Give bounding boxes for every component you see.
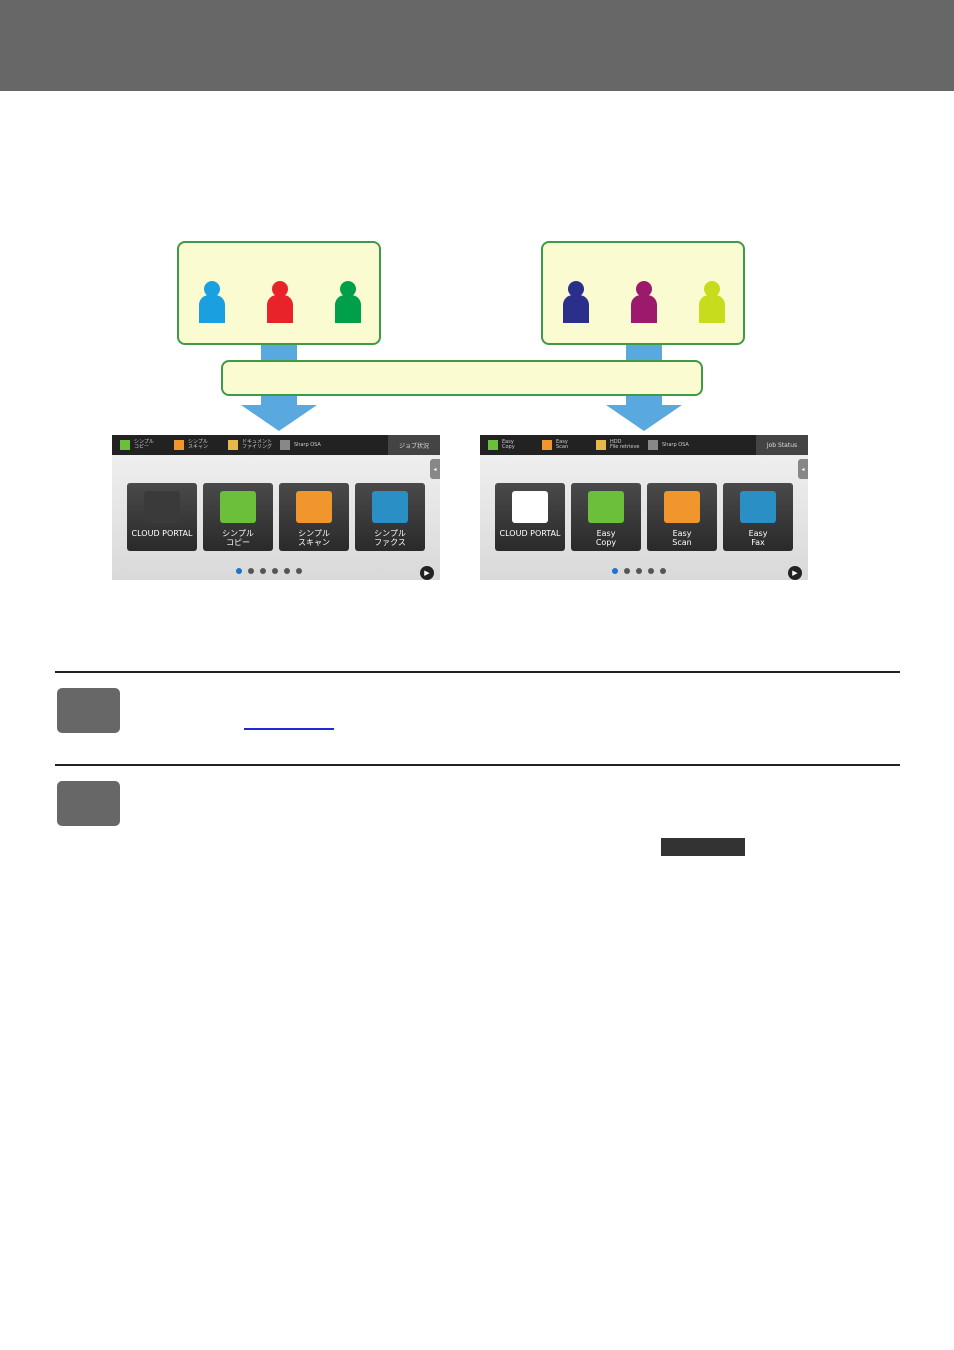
- folder-icon: [228, 440, 238, 450]
- panel-topbar: シンプル コピー シンプル スキャン ドキュメント ファイリング Sharp O…: [112, 435, 440, 455]
- scan-icon: [174, 440, 184, 450]
- page-dot[interactable]: [284, 568, 290, 574]
- person-icon: [267, 281, 293, 323]
- person-icon: [563, 281, 589, 323]
- page-dot[interactable]: [272, 568, 278, 574]
- tile-cloud-portal[interactable]: CLOUD PORTAL: [495, 483, 565, 551]
- section-divider: [55, 764, 900, 766]
- scan-icon: [542, 440, 552, 450]
- shortcut-filing[interactable]: HDD File retrieve: [596, 438, 640, 452]
- person-icon: [699, 281, 725, 323]
- sharp-osa-icon: [280, 440, 290, 450]
- cloud-portal-icon: [512, 491, 548, 523]
- page-dot[interactable]: [236, 568, 242, 574]
- page-indicator: [612, 568, 672, 574]
- side-tab-icon[interactable]: ◂: [798, 459, 808, 479]
- tile-copy[interactable]: シンプル コピー: [203, 483, 273, 551]
- shortcut-copy[interactable]: シンプル コピー: [120, 438, 154, 452]
- user-group-left: [177, 241, 381, 345]
- arrow-down-icon: [241, 405, 317, 431]
- shortcut-filing[interactable]: ドキュメント ファイリング: [228, 438, 272, 452]
- step-number-box: [57, 781, 120, 826]
- cloud-icon: [144, 491, 180, 523]
- page-dot[interactable]: [248, 568, 254, 574]
- shortcut-scan[interactable]: Easy Scan: [542, 438, 568, 452]
- page-dot[interactable]: [660, 568, 666, 574]
- scan-icon: [296, 491, 332, 523]
- tile-fax[interactable]: Easy Fax: [723, 483, 793, 551]
- copy-icon: [588, 491, 624, 523]
- page-dot[interactable]: [612, 568, 618, 574]
- connector-bar: [221, 360, 703, 396]
- home-screen-panel-japanese: シンプル コピー シンプル スキャン ドキュメント ファイリング Sharp O…: [112, 435, 440, 580]
- page-dot[interactable]: [624, 568, 630, 574]
- arrow-down-icon: [606, 405, 682, 431]
- person-icon: [631, 281, 657, 323]
- person-icon: [335, 281, 361, 323]
- page-header-band: [0, 0, 954, 91]
- scan-icon: [664, 491, 700, 523]
- job-status-button[interactable]: ジョブ状況: [388, 435, 440, 455]
- job-status-button[interactable]: Job Status: [756, 435, 808, 455]
- tile-scan[interactable]: シンプル スキャン: [279, 483, 349, 551]
- sharp-osa-icon: [648, 440, 658, 450]
- key-button-graphic: [661, 838, 745, 856]
- tile-scan[interactable]: Easy Scan: [647, 483, 717, 551]
- person-icon: [199, 281, 225, 323]
- side-tab-icon[interactable]: ◂: [430, 459, 440, 479]
- next-page-icon[interactable]: ▶: [788, 566, 802, 580]
- copy-icon: [120, 440, 130, 450]
- shortcut-osa[interactable]: Sharp OSA: [648, 438, 689, 452]
- section-divider: [55, 671, 900, 673]
- tile-cloud-portal[interactable]: CLOUD PORTAL: [127, 483, 197, 551]
- page-dot[interactable]: [260, 568, 266, 574]
- page-dot[interactable]: [296, 568, 302, 574]
- page-dot[interactable]: [648, 568, 654, 574]
- folder-icon: [596, 440, 606, 450]
- copy-icon: [488, 440, 498, 450]
- reference-link[interactable]: [244, 728, 334, 730]
- home-screen-panel-english: Easy Copy Easy Scan HDD File retrieve Sh…: [480, 435, 808, 580]
- next-page-icon[interactable]: ▶: [420, 566, 434, 580]
- shortcut-osa[interactable]: Sharp OSA: [280, 438, 321, 452]
- fax-icon: [372, 491, 408, 523]
- shortcut-copy[interactable]: Easy Copy: [488, 438, 515, 452]
- panel-topbar: Easy Copy Easy Scan HDD File retrieve Sh…: [480, 435, 808, 455]
- fax-icon: [740, 491, 776, 523]
- step-number-box: [57, 688, 120, 733]
- page-indicator: [236, 568, 308, 574]
- user-group-right: [541, 241, 745, 345]
- copy-icon: [220, 491, 256, 523]
- shortcut-scan[interactable]: シンプル スキャン: [174, 438, 208, 452]
- page-dot[interactable]: [636, 568, 642, 574]
- tile-fax[interactable]: シンプル ファクス: [355, 483, 425, 551]
- tile-copy[interactable]: Easy Copy: [571, 483, 641, 551]
